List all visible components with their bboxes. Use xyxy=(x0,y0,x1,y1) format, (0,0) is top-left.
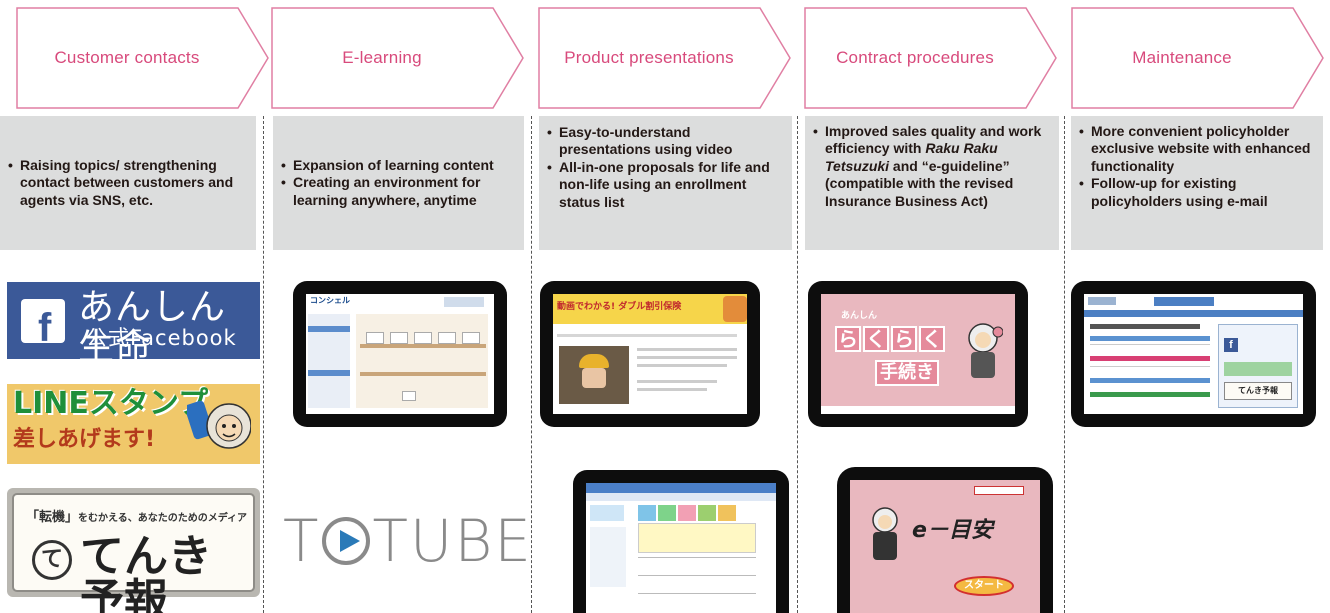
raku-char: ら xyxy=(891,326,917,352)
video-title: 動画でわかる! ダブル割引保険 xyxy=(557,302,682,312)
desc-item: Easy-to-understand presentations using v… xyxy=(547,124,786,159)
phone-character-icon xyxy=(184,394,252,456)
raku-raku-tetsuzuki-text: Raku Raku Tetsuzuki xyxy=(825,140,998,174)
tenki-title: てんき予報 xyxy=(80,531,212,613)
column-separator xyxy=(797,116,798,613)
facebook-title: あんしん生命 xyxy=(78,287,227,368)
desc-item: Creating an environment for learning any… xyxy=(281,174,518,209)
raku-subtitle: 手続き xyxy=(875,360,939,386)
step-label: Customer contacts xyxy=(54,48,200,67)
raku-top-label: あんしん xyxy=(841,311,878,321)
e-guideline-tablet: e－目安 スタート xyxy=(837,467,1053,613)
raku-char: ら xyxy=(835,326,861,352)
desc-maintenance: More convenient policyholder exclusive w… xyxy=(1071,116,1323,250)
elearning-tablet-screen: コンシェル xyxy=(293,281,507,427)
desc-item: Follow-up for existing policyholders usi… xyxy=(1079,175,1317,210)
desc-item: Improved sales quality and work efficien… xyxy=(813,123,1053,210)
column-separator xyxy=(1064,116,1065,613)
facebook-subtitle: 公式Facebook xyxy=(86,326,237,350)
e-guideline-title: e－目安 xyxy=(912,518,993,543)
step-customer-contacts: Customer contacts xyxy=(16,7,269,109)
desc-contract-procedures: Improved sales quality and work efficien… xyxy=(805,116,1059,250)
desc-item: Raising topics/ strengthening contact be… xyxy=(8,157,250,209)
facebook-icon: f xyxy=(1224,338,1238,352)
step-product-presentations: Product presentations xyxy=(538,7,791,109)
desc-product-presentations: Easy-to-understand presentations using v… xyxy=(539,116,792,250)
step-e-learning: E-learning xyxy=(271,7,524,109)
desc-customer-contacts: Raising topics/ strengthening contact be… xyxy=(0,116,256,250)
tenki-tagline: 「転機」をむかえる、あなたのためのメディア xyxy=(26,510,248,525)
play-icon xyxy=(322,517,371,565)
step-label: E-learning xyxy=(342,48,422,67)
video-presentation-tablet: 動画でわかる! ダブル割引保険 xyxy=(540,281,760,427)
desc-item: Expansion of learning content xyxy=(281,157,518,175)
enrollment-list-tablet xyxy=(573,470,789,613)
raku-char: く xyxy=(919,326,945,352)
mascot-icon xyxy=(963,322,1004,382)
totube-logo: T TUBE xyxy=(283,507,533,575)
elearning-logo: コンシェル xyxy=(310,296,350,305)
video-thumbnail xyxy=(559,346,629,404)
facebook-banner: f あんしん生命 公式Facebook xyxy=(7,282,260,367)
tenki-yoho-banner: 「転機」をむかえる、あなたのためのメディア て てんき予報 xyxy=(7,488,260,613)
step-maintenance: Maintenance xyxy=(1071,7,1324,109)
line-title: LINEスタンプ xyxy=(13,386,208,421)
column-separator xyxy=(531,116,532,613)
raku-raku-tablet: あんしん ら く ら く 手続き xyxy=(808,281,1028,427)
column-separator xyxy=(263,116,264,613)
mascot-icon xyxy=(866,506,904,562)
desc-item: More convenient policyholder exclusive w… xyxy=(1079,123,1317,175)
desc-e-learning: Expansion of learning content Creating a… xyxy=(273,116,524,250)
step-contract-procedures: Contract procedures xyxy=(804,7,1057,109)
tenki-mini-banner: てんき予報 xyxy=(1224,382,1292,400)
line-subtitle: 差しあげます! xyxy=(13,427,156,452)
facebook-icon: f xyxy=(21,299,65,343)
raku-char: く xyxy=(863,326,889,352)
step-label: Contract procedures xyxy=(836,48,994,67)
start-button[interactable]: スタート xyxy=(954,576,1014,596)
desc-item: All-in-one proposals for life and non-li… xyxy=(547,159,786,211)
line-sticker-banner: LINEスタンプ 差しあげます! xyxy=(7,384,260,464)
step-label: Product presentations xyxy=(564,48,734,67)
step-label: Maintenance xyxy=(1132,48,1232,67)
policyholder-site-tablet: f てんき予報 xyxy=(1071,281,1316,427)
tenki-logo-mark: て xyxy=(32,540,72,580)
